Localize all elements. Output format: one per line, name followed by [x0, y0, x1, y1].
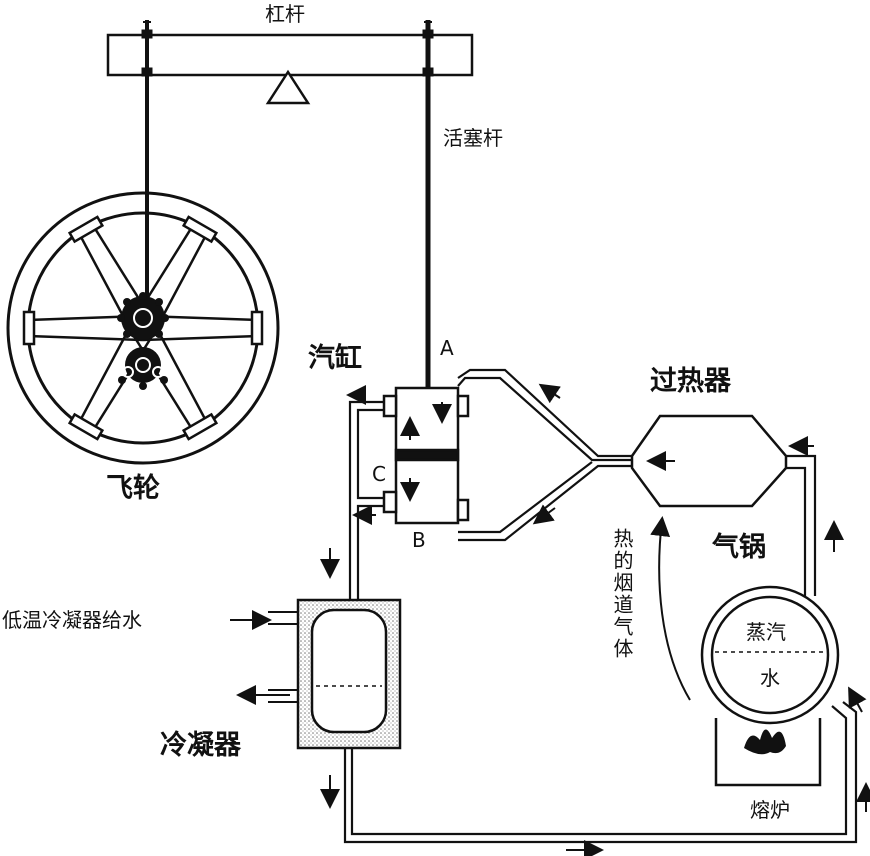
label-cold-feed: 低温冷凝器给水 — [2, 608, 142, 632]
superheater — [630, 414, 788, 508]
label-water: 水 — [760, 666, 780, 690]
label-lever: 杠杆 — [265, 2, 305, 26]
piston — [394, 448, 460, 462]
flow-arrows — [230, 383, 870, 856]
label-boiler: 气锅 — [712, 532, 766, 563]
label-port-a: A — [440, 336, 454, 360]
label-port-b: B — [412, 528, 426, 552]
flywheel-hub-gear — [121, 296, 165, 383]
furnace — [714, 718, 822, 787]
label-port-c: C — [372, 462, 386, 486]
label-superheater: 过热器 — [650, 366, 731, 397]
label-furnace: 熔炉 — [750, 798, 790, 822]
flywheel — [6, 191, 280, 465]
label-condenser: 冷凝器 — [160, 730, 241, 761]
cylinder — [382, 386, 470, 525]
piston-rod — [422, 20, 434, 452]
label-flywheel: 飞轮 — [106, 473, 160, 504]
label-piston-rod: 活塞杆 — [443, 126, 503, 150]
label-steam: 蒸汽 — [746, 620, 786, 644]
boiler — [700, 585, 840, 725]
pipes — [343, 368, 858, 844]
flame-icon — [744, 729, 786, 755]
cylinder-flow-arrows — [346, 385, 452, 525]
condenser — [268, 598, 402, 750]
lever — [106, 33, 474, 105]
flue-gas-arrow — [650, 516, 691, 701]
label-flue-gas: 热的烟道气体 — [610, 528, 634, 660]
lever-fulcrum — [265, 69, 311, 105]
flywheel-rod — [141, 20, 153, 320]
label-cylinder: 汽缸 — [308, 343, 362, 374]
